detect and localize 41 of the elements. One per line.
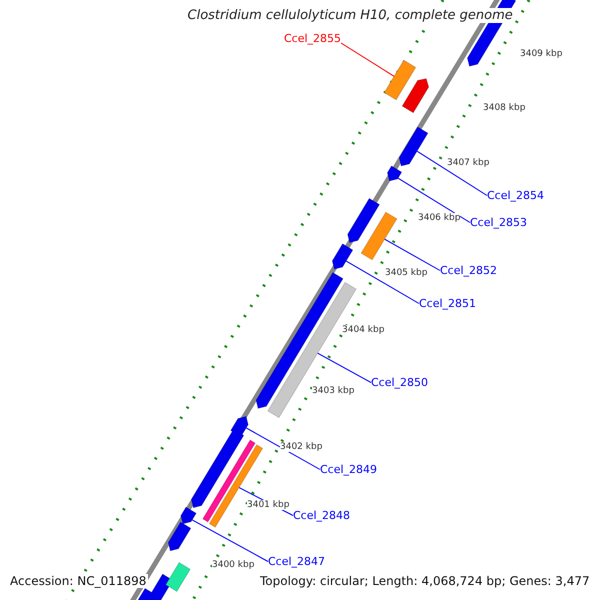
leader-line xyxy=(340,42,395,77)
gene-block xyxy=(402,78,429,114)
gene-label: Ccel_2851 xyxy=(419,297,476,310)
leader-line xyxy=(192,519,268,562)
gene-block xyxy=(180,506,197,524)
gene-block xyxy=(191,428,244,508)
scale-label: 3400 kbp xyxy=(212,560,254,570)
leader-line xyxy=(346,260,420,304)
scale-label: 3405 kbp xyxy=(385,268,428,278)
leader-line xyxy=(317,352,372,383)
gene-label: Ccel_2848 xyxy=(293,509,350,522)
gene-block xyxy=(384,60,416,100)
gene-label: Ccel_2854 xyxy=(487,189,544,202)
scale-label: 3407 kbp xyxy=(447,158,490,168)
leader-line xyxy=(246,427,320,470)
leader-line xyxy=(416,150,488,196)
scale-label: 3401 kbp xyxy=(247,500,290,510)
gene-block xyxy=(168,522,192,552)
gene-label: Ccel_2847 xyxy=(268,555,326,568)
scale-label: 3408 kbp xyxy=(483,103,526,113)
leader-line xyxy=(384,238,440,271)
scale-label: 3404 kbp xyxy=(342,325,384,335)
leader-line xyxy=(398,178,470,223)
gene-label: Ccel_2853 xyxy=(470,216,528,229)
gene-block xyxy=(138,588,156,600)
gene-block xyxy=(398,126,428,166)
gene-label: Ccel_2850 xyxy=(371,376,428,389)
accession-text: Accession: NC_011898 xyxy=(8,574,148,588)
gene-label: Ccel_2852 xyxy=(440,264,498,277)
gene-label: Ccel_2855 xyxy=(284,32,342,45)
scale-label: 3403 kbp xyxy=(312,386,354,396)
gene-block xyxy=(360,212,398,260)
map-title: Clostridium cellulolyticum H10, complete genome xyxy=(188,8,513,23)
gene-block xyxy=(347,198,380,243)
gene-block xyxy=(332,244,354,270)
genome-summary-text: Topology: circular; Length: 4,068,724 bp; Genes: 3,477 xyxy=(258,574,592,588)
scale-label: 3402 kbp xyxy=(280,442,322,452)
gene-block xyxy=(387,166,402,182)
gene-block xyxy=(165,562,191,592)
scale-label: 3406 kbp xyxy=(418,213,460,223)
gene-label: Ccel_2849 xyxy=(320,463,378,476)
